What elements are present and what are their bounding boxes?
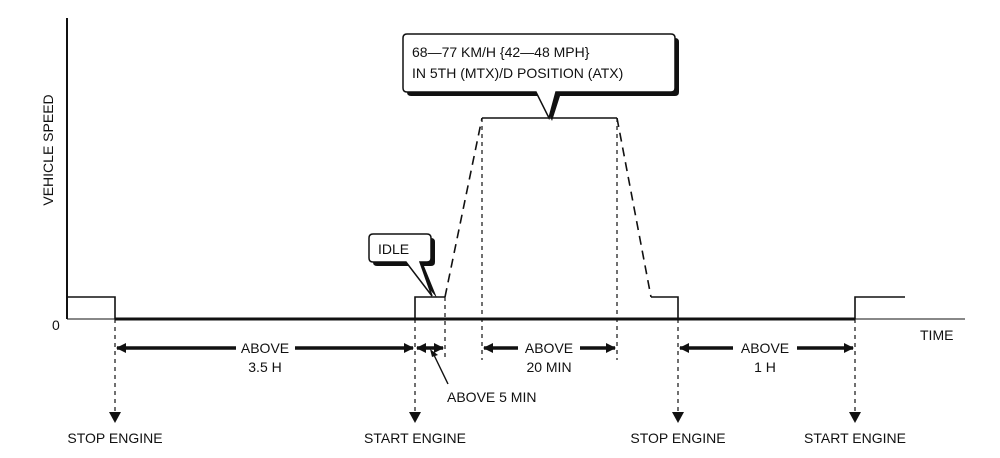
speed-segment-last [854, 296, 905, 319]
idle-callout-label: IDLE [378, 241, 409, 257]
event-label-stop-engine-1: STOP ENGINE [67, 430, 162, 446]
y-axis-label: VEHICLE SPEED [40, 94, 56, 205]
down-arrow-icon [409, 412, 421, 423]
down-arrow-icon [109, 412, 121, 423]
cruise-to-idle-ramp [616, 117, 652, 298]
speed-callout-line2: IN 5TH (MTX)/D POSITION (ATX) [412, 65, 623, 81]
event-label-start-engine-1: START ENGINE [364, 430, 466, 446]
event-label-start-engine-2: START ENGINE [804, 430, 906, 446]
idle-to-cruise-ramp [444, 117, 483, 298]
down-arrow-icon [849, 412, 861, 423]
speed-callout-box [402, 33, 676, 121]
duration-label-cruise-1: ABOVE [525, 340, 573, 356]
duration-label-idle: ABOVE 5 MIN [447, 389, 536, 405]
duration-label-last-2: 1 H [754, 359, 776, 375]
duration-label-first-1: ABOVE [241, 340, 289, 356]
down-arrow-icon [672, 412, 684, 423]
idle-duration-leader [432, 352, 449, 385]
speed-idle-segment [414, 296, 445, 319]
duration-label-first-2: 3.5 H [248, 359, 281, 375]
duration-label-cruise-2: 20 MIN [526, 359, 571, 375]
speed-segment-1 [67, 296, 116, 319]
speed-callout: 68—77 KM/H {42—48 MPH} IN 5TH (MTX)/D PO… [402, 33, 679, 121]
x-axis-label: TIME [920, 327, 953, 343]
duration-label-last-1: ABOVE [741, 340, 789, 356]
speed-callout-line1: 68—77 KM/H {42—48 MPH} [412, 44, 590, 60]
speed-final-idle [651, 296, 679, 319]
idle-callout-box [368, 233, 433, 297]
idle-callout: IDLE [368, 233, 437, 298]
leader-arrow-icon [430, 349, 438, 357]
event-label-stop-engine-2: STOP ENGINE [630, 430, 725, 446]
origin-label: 0 [52, 317, 60, 333]
